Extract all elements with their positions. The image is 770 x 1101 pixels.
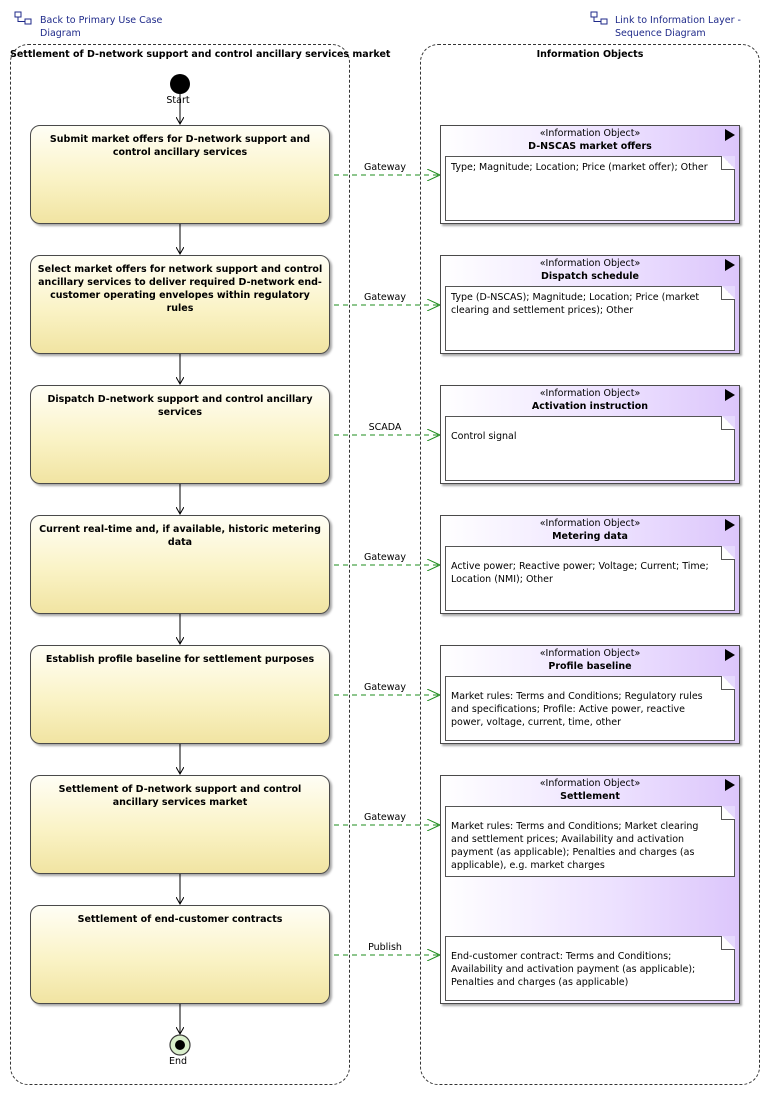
forward-link[interactable]: Link to Information Layer - Sequence Dia… xyxy=(590,10,760,40)
flow-label: Publish xyxy=(368,942,402,953)
action-profile-baseline[interactable]: Establish profile baseline for settlemen… xyxy=(30,645,330,744)
object-note: Type; Magnitude; Location; Price (market… xyxy=(445,156,735,221)
flow-label: Gateway xyxy=(364,552,406,563)
right-partition xyxy=(420,44,760,1085)
flag-icon xyxy=(725,129,735,141)
action-settlement-contracts[interactable]: Settlement of end-customer contracts xyxy=(30,905,330,1004)
stereotype-label: «Information Object» xyxy=(539,388,641,399)
start-label: Start xyxy=(166,95,190,106)
object-name: Profile baseline xyxy=(548,661,632,672)
stereotype-label: «Information Object» xyxy=(539,128,641,139)
end-label: End xyxy=(168,1056,188,1067)
flow-label: Gateway xyxy=(364,292,406,303)
flow-label: Gateway xyxy=(364,682,406,693)
flag-icon xyxy=(725,649,735,661)
flow-label: SCADA xyxy=(368,422,402,433)
flag-icon xyxy=(725,389,735,401)
flow-label: Gateway xyxy=(364,812,406,823)
left-partition xyxy=(10,44,350,1085)
forward-link-label-2[interactable]: Sequence Diagram xyxy=(615,28,706,39)
object-note: Control signal xyxy=(445,416,735,481)
object-note: End-customer contract: Terms and Conditi… xyxy=(445,936,735,1001)
object-note: Market rules: Terms and Conditions; Regu… xyxy=(445,676,735,741)
action-select-offers[interactable]: Select market offers for network support… xyxy=(30,255,330,354)
back-link[interactable]: Back to Primary Use Case Diagram xyxy=(14,10,174,40)
object-name: Settlement xyxy=(560,791,620,802)
object-name: Activation instruction xyxy=(531,401,649,412)
object-name: Dispatch schedule xyxy=(540,271,639,282)
back-link-label[interactable]: Back to Primary Use Case xyxy=(40,15,163,26)
left-partition-title: Settlement of D-network support and cont… xyxy=(10,49,391,60)
stereotype-label: «Information Object» xyxy=(539,518,641,529)
start-node xyxy=(170,74,190,94)
object-note: Active power; Reactive power; Voltage; C… xyxy=(445,546,735,611)
flag-icon xyxy=(725,519,735,531)
info-object-metering-data[interactable]: «Information Object» Metering data Activ… xyxy=(440,515,740,614)
action-metering-data[interactable]: Current real-time and, if available, his… xyxy=(30,515,330,614)
info-object-dispatch-schedule[interactable]: «Information Object» Dispatch schedule T… xyxy=(440,255,740,354)
flag-icon xyxy=(725,259,735,271)
right-partition-title: Information Objects xyxy=(536,49,644,60)
info-object-market-offers[interactable]: «Information Object» D-NSCAS market offe… xyxy=(440,125,740,224)
object-name: Metering data xyxy=(552,531,628,542)
object-note: Type (D-NSCAS); Magnitude; Location; Pri… xyxy=(445,286,735,351)
info-object-profile-baseline[interactable]: «Information Object» Profile baseline Ma… xyxy=(440,645,740,744)
action-dispatch[interactable]: Dispatch D-network support and control a… xyxy=(30,385,330,484)
object-note: Market rules: Terms and Conditions; Mark… xyxy=(445,806,735,877)
stereotype-label: «Information Object» xyxy=(539,258,641,269)
info-object-settlement[interactable]: «Information Object» Settlement Market r… xyxy=(440,775,740,1004)
action-submit-offers[interactable]: Submit market offers for D-network suppo… xyxy=(30,125,330,224)
diagram-link-icon xyxy=(590,11,608,25)
back-link-label-2[interactable]: Diagram xyxy=(40,28,81,39)
stereotype-label: «Information Object» xyxy=(539,778,641,789)
action-settlement-market[interactable]: Settlement of D-network support and cont… xyxy=(30,775,330,874)
object-name: D-NSCAS market offers xyxy=(528,141,652,152)
diagram-link-icon xyxy=(14,11,32,25)
stereotype-label: «Information Object» xyxy=(539,648,641,659)
info-object-activation-instruction[interactable]: «Information Object» Activation instruct… xyxy=(440,385,740,484)
flow-label: Gateway xyxy=(364,162,406,173)
forward-link-label[interactable]: Link to Information Layer - xyxy=(615,15,741,26)
flag-icon xyxy=(725,779,735,791)
